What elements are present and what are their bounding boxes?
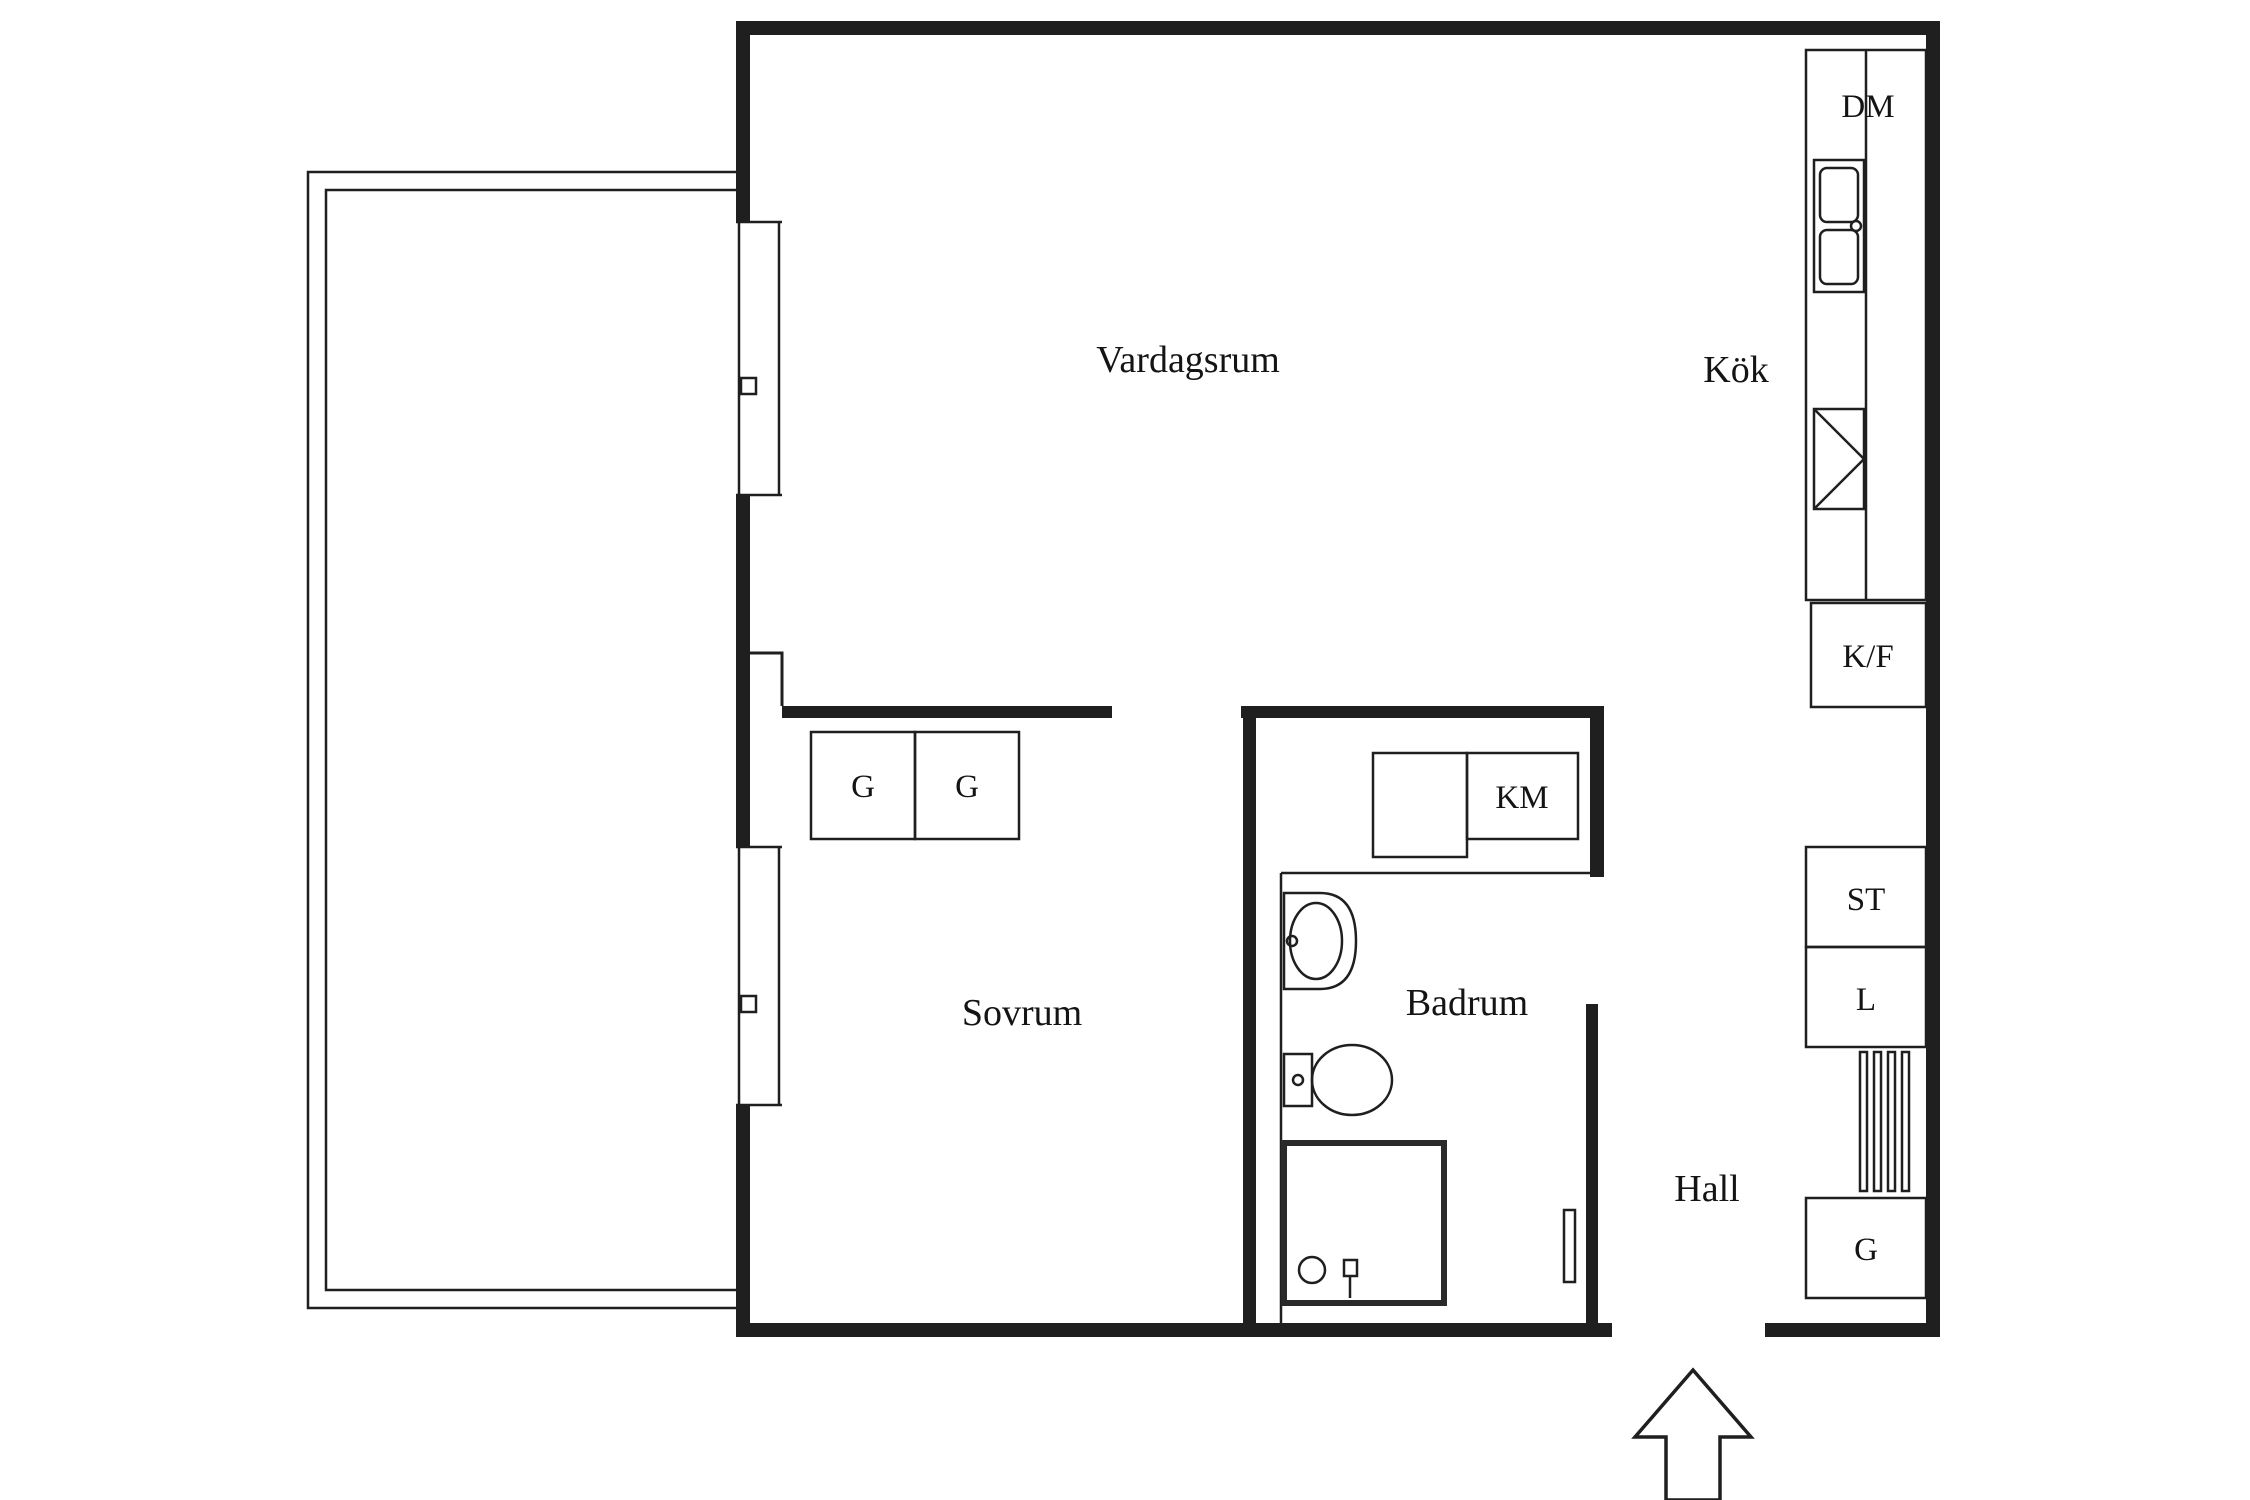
exterior-walls bbox=[736, 21, 1940, 1337]
balcony-inner-line bbox=[324, 188, 736, 1292]
wardrobe-box-right bbox=[913, 730, 1021, 841]
bathroom-counter bbox=[1371, 751, 1469, 859]
balcony-outer-line bbox=[306, 170, 736, 1310]
unit-label-wardrobe-left: G bbox=[851, 769, 875, 805]
kitchen bbox=[1804, 48, 1928, 709]
unit-label-kf: K/F bbox=[1842, 639, 1893, 675]
kitchen-sink-bowl-bottom bbox=[1818, 228, 1860, 286]
radiator-bar-1 bbox=[1858, 1050, 1869, 1193]
radiator bbox=[1858, 1050, 1911, 1193]
bedroom-wardrobes bbox=[809, 730, 1021, 841]
toilet-flush-button bbox=[1291, 1073, 1305, 1087]
unit-label-g-hall: G bbox=[1854, 1232, 1878, 1268]
bathroom-faucet-icon bbox=[1285, 934, 1299, 948]
radiator-bar-3 bbox=[1886, 1050, 1897, 1193]
room-label-badrum: Badrum bbox=[1406, 982, 1528, 1024]
unit-label-km: KM bbox=[1495, 780, 1548, 816]
room-label-hall: Hall bbox=[1674, 1168, 1739, 1210]
bathroom-sink-bowl bbox=[1288, 901, 1344, 981]
stove bbox=[1812, 407, 1866, 511]
room-label-sovrum: Sovrum bbox=[962, 992, 1082, 1034]
storage-box-g bbox=[1804, 1196, 1928, 1300]
radiator-bar-4 bbox=[1900, 1050, 1911, 1193]
shower-mixer-icon bbox=[1342, 1258, 1359, 1278]
stove-diagonal-bottom bbox=[1813, 458, 1865, 510]
hall-storage bbox=[1804, 845, 1928, 1300]
window-upper bbox=[736, 220, 782, 497]
kitchen-sink-bowl-top bbox=[1818, 166, 1860, 224]
window-lower bbox=[736, 845, 782, 1107]
window-lower-handle bbox=[739, 994, 758, 1014]
room-label-kok: Kök bbox=[1703, 349, 1768, 391]
interior-walls bbox=[782, 706, 1604, 1323]
bathroom-sink bbox=[1282, 891, 1358, 991]
bathroom-door-leaf bbox=[1562, 1208, 1577, 1284]
fridge-freezer-box bbox=[1809, 601, 1928, 709]
balcony bbox=[306, 170, 736, 1310]
toilet bbox=[1282, 1043, 1394, 1117]
wall-bathroom-top bbox=[1241, 706, 1604, 718]
wall-left-upper bbox=[736, 21, 750, 222]
bathroom-sink-outline bbox=[1282, 891, 1358, 991]
balcony-windows bbox=[736, 220, 782, 1107]
wall-bathroom-right-lower bbox=[1586, 1004, 1598, 1323]
entrance-arrow-icon bbox=[1631, 1367, 1755, 1500]
unit-label-st: ST bbox=[1847, 882, 1886, 918]
window-upper-handle bbox=[739, 376, 758, 396]
stove-outline bbox=[1812, 407, 1866, 511]
wall-bathroom-left bbox=[1243, 706, 1256, 1323]
unit-label-wardrobe-right: G bbox=[955, 769, 979, 805]
kitchen-sink bbox=[1812, 158, 1866, 294]
labels: Vardagsrum Kök Sovrum Badrum Hall DM K/F… bbox=[851, 89, 1895, 1268]
wall-notch-step bbox=[750, 651, 784, 706]
shower bbox=[1281, 1140, 1447, 1306]
wall-left-lower bbox=[736, 1105, 750, 1337]
washing-machine-box bbox=[1465, 751, 1580, 841]
wall-bottom-right bbox=[1765, 1323, 1940, 1337]
shower-drain-icon bbox=[1297, 1255, 1327, 1285]
radiator-bar-2 bbox=[1872, 1050, 1883, 1193]
toilet-tank bbox=[1282, 1052, 1314, 1108]
wall-left-middle bbox=[736, 495, 750, 847]
storage-box-l bbox=[1804, 945, 1928, 1049]
kitchen-faucet-icon bbox=[1849, 219, 1863, 233]
bathroom bbox=[1279, 751, 1590, 1323]
toilet-bowl bbox=[1310, 1043, 1394, 1117]
room-label-vardagsrum: Vardagsrum bbox=[1096, 339, 1280, 381]
unit-label-dm: DM bbox=[1841, 89, 1894, 125]
kitchen-sink-outline bbox=[1812, 158, 1866, 294]
wall-bedroom-divider bbox=[782, 706, 1112, 718]
wall-bottom-left bbox=[736, 1323, 1612, 1337]
wall-right bbox=[1926, 21, 1940, 1337]
shower-outline bbox=[1281, 1140, 1447, 1306]
wall-bathroom-right-upper bbox=[1590, 706, 1604, 877]
unit-label-l: L bbox=[1856, 982, 1876, 1018]
stove-diagonal-top bbox=[1813, 408, 1865, 460]
wall-top bbox=[736, 21, 1940, 35]
